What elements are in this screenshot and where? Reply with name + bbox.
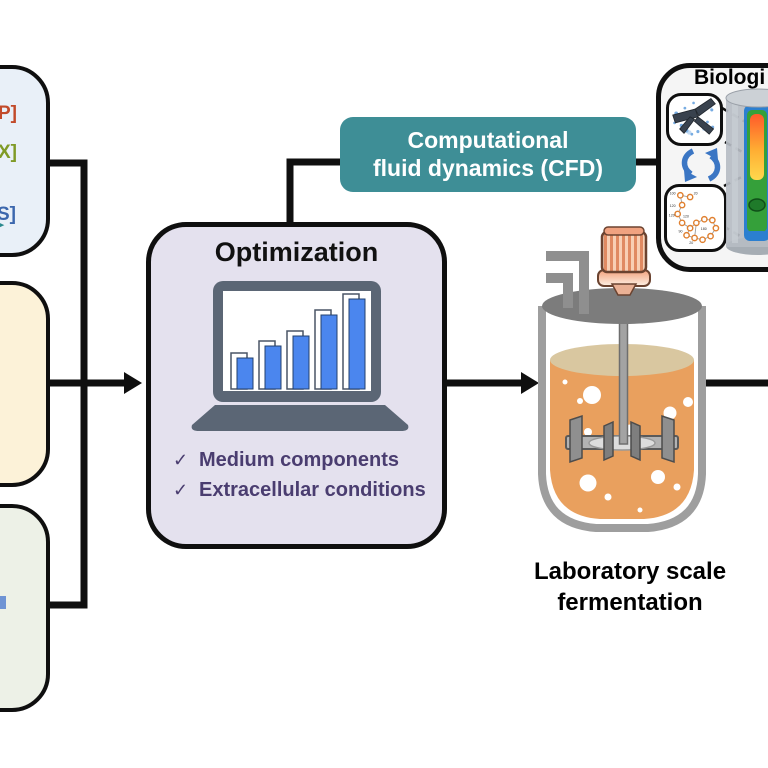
plot-fragment (0, 596, 6, 609)
check-icon: ✓ (173, 450, 189, 470)
kinetic-label-p: P] (0, 103, 17, 124)
middle-input-box (0, 281, 50, 487)
slice-hot-core (750, 114, 764, 180)
impeller-simulation-box (666, 93, 723, 146)
slice-blue-bottom (747, 231, 767, 241)
fermentation-label: Laboratory scale fermentation (488, 556, 768, 618)
biological-box: Biologi (656, 63, 768, 272)
fermentation-label-line1: Laboratory scale (533, 558, 727, 585)
bar-chart-bars (230, 293, 366, 390)
svg-text:180: 180 (701, 227, 707, 231)
svg-text:120: 120 (670, 204, 676, 208)
bioreactor-illustration (538, 226, 706, 532)
cylinder-highlight (732, 101, 738, 243)
impeller-blades (672, 98, 716, 135)
biological-title: Biologi (694, 66, 766, 89)
check-icon: ✓ (173, 480, 189, 500)
cfd-label-line2: fluid dynamics (CFD) (372, 155, 603, 181)
impeller-blades (569, 414, 675, 464)
impeller-cfd-icon (672, 98, 716, 136)
network-flux-numbers: 100 20 120 120 120 90 180 20 (669, 191, 707, 245)
svg-text:100: 100 (670, 191, 676, 195)
slice-green-blob (748, 198, 766, 212)
cycle-arrows-icon (681, 148, 721, 182)
kinetic-profile-box: P] X] S] ➤ (0, 65, 50, 257)
svg-text:90: 90 (679, 230, 683, 234)
cylinder-top (725, 88, 768, 108)
bottom-input-box (0, 504, 50, 712)
cfd-box: Computational fluid dynamics (CFD) (340, 117, 636, 192)
network-nodes (674, 191, 720, 244)
kinetic-label-s: S] (0, 204, 16, 225)
fermentation-label-line2: fermentation (557, 589, 703, 616)
optimization-box: Optimization ✓ Medium components ✓ Extra… (146, 222, 447, 549)
svg-text:20: 20 (689, 241, 693, 245)
cfd-label-line1: Computational (407, 127, 569, 153)
cfd-cylinder-simulation (725, 88, 768, 255)
arrow-head-icon (124, 372, 142, 394)
laptop-bar-chart-icon (191, 281, 409, 431)
inlet-pipes (546, 251, 589, 314)
svg-text:120: 120 (669, 214, 675, 218)
optimization-title: Optimization (214, 237, 379, 267)
teal-arrow-icon: ➤ (0, 214, 4, 236)
checklist-item: ✓ Extracellular conditions (173, 479, 426, 502)
optimization-checklist: ✓ Medium components ✓ Extracellular cond… (173, 449, 426, 509)
arrow-head-icon (521, 372, 539, 394)
stirrer-motor (597, 226, 651, 296)
metabolic-network-box: 100 20 120 120 120 90 180 20 (664, 184, 727, 252)
kinetic-label-x: X] (0, 142, 17, 163)
motor-body (600, 230, 648, 274)
metabolic-network-icon: 100 20 120 120 120 90 180 20 (669, 191, 720, 245)
laptop-base (191, 405, 409, 431)
checklist-item: ✓ Medium components (173, 449, 426, 472)
motor-cap (603, 226, 645, 236)
checklist-label: Extracellular conditions (199, 479, 426, 501)
svg-text:120: 120 (683, 215, 689, 219)
checklist-label: Medium components (199, 449, 400, 471)
motor-neck (610, 283, 638, 296)
svg-text:20: 20 (694, 191, 698, 195)
